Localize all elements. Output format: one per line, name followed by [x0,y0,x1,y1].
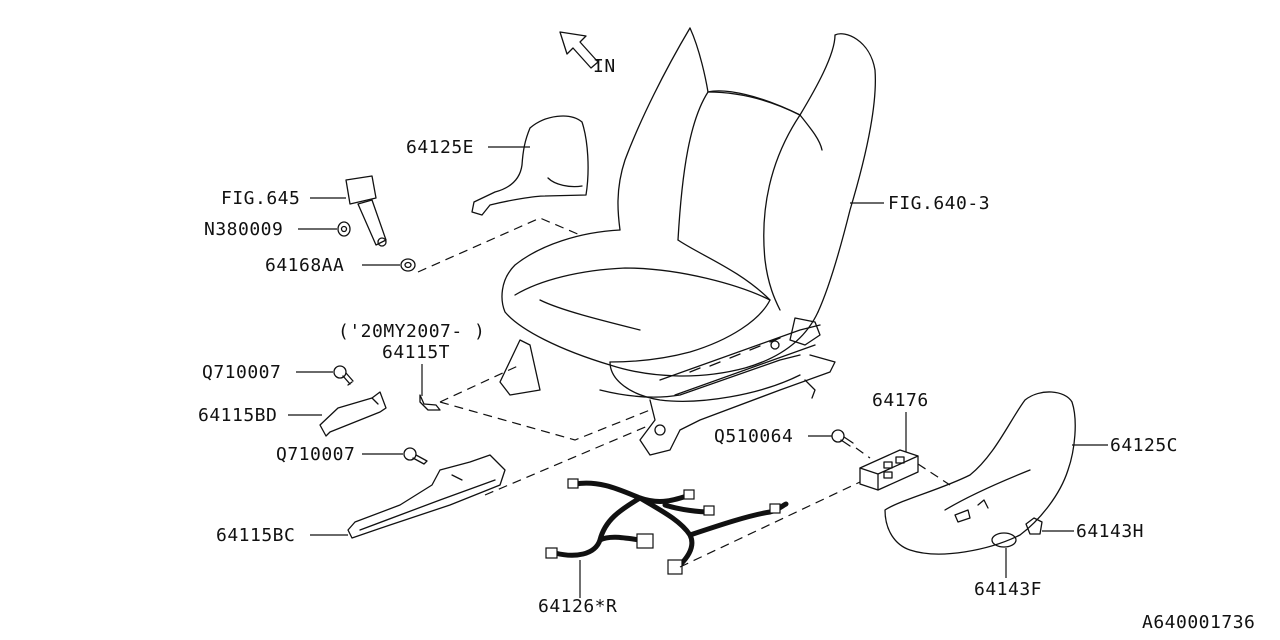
part-nut-N380009 [337,221,351,237]
part-64125E [471,115,589,216]
diagram-code: A640001736 [1142,612,1255,633]
label-64126R: 64126*R [538,596,617,617]
part-harness-64126R [545,478,789,575]
label-N380009: N380009 [204,219,283,240]
part-knob-64143H [1025,517,1043,535]
label-64115T: 64115T [382,342,450,363]
direction-arrow-icon [559,31,599,69]
label-Q710007-lower: Q710007 [276,444,355,465]
part-screw-Q510064 [831,429,854,447]
label-64143F: 64143F [974,579,1042,600]
part-64115BC [347,454,506,539]
part-bolt-Q710007-lower [403,447,428,465]
label-64125E: 64125E [406,137,474,158]
label-64143H: 64143H [1076,521,1144,542]
label-Q510064: Q510064 [714,426,793,447]
part-seatbelt-buckle [345,175,387,247]
label-model-year-note: ('20MY2007- ) [338,321,485,342]
label-fig-645: FIG.645 [221,188,300,209]
label-64125C: 64125C [1110,435,1178,456]
label-64115BC: 64115BC [216,525,295,546]
label-64115BD: 64115BD [198,405,277,426]
part-64115BD [319,391,387,437]
label-fig-640-3: FIG.640-3 [888,193,990,214]
label-64168AA: 64168AA [265,255,344,276]
direction-label: IN [593,56,616,77]
part-bolt-Q710007-upper [333,365,354,386]
seat-assembly [499,27,877,456]
label-64176: 64176 [872,390,929,411]
part-washer-64168AA [400,258,416,272]
part-64115T [419,394,441,411]
part-knob-64143F [991,532,1017,548]
part-64125C [884,391,1076,555]
part-switch-64176 [859,449,919,491]
label-Q710007-upper: Q710007 [202,362,281,383]
